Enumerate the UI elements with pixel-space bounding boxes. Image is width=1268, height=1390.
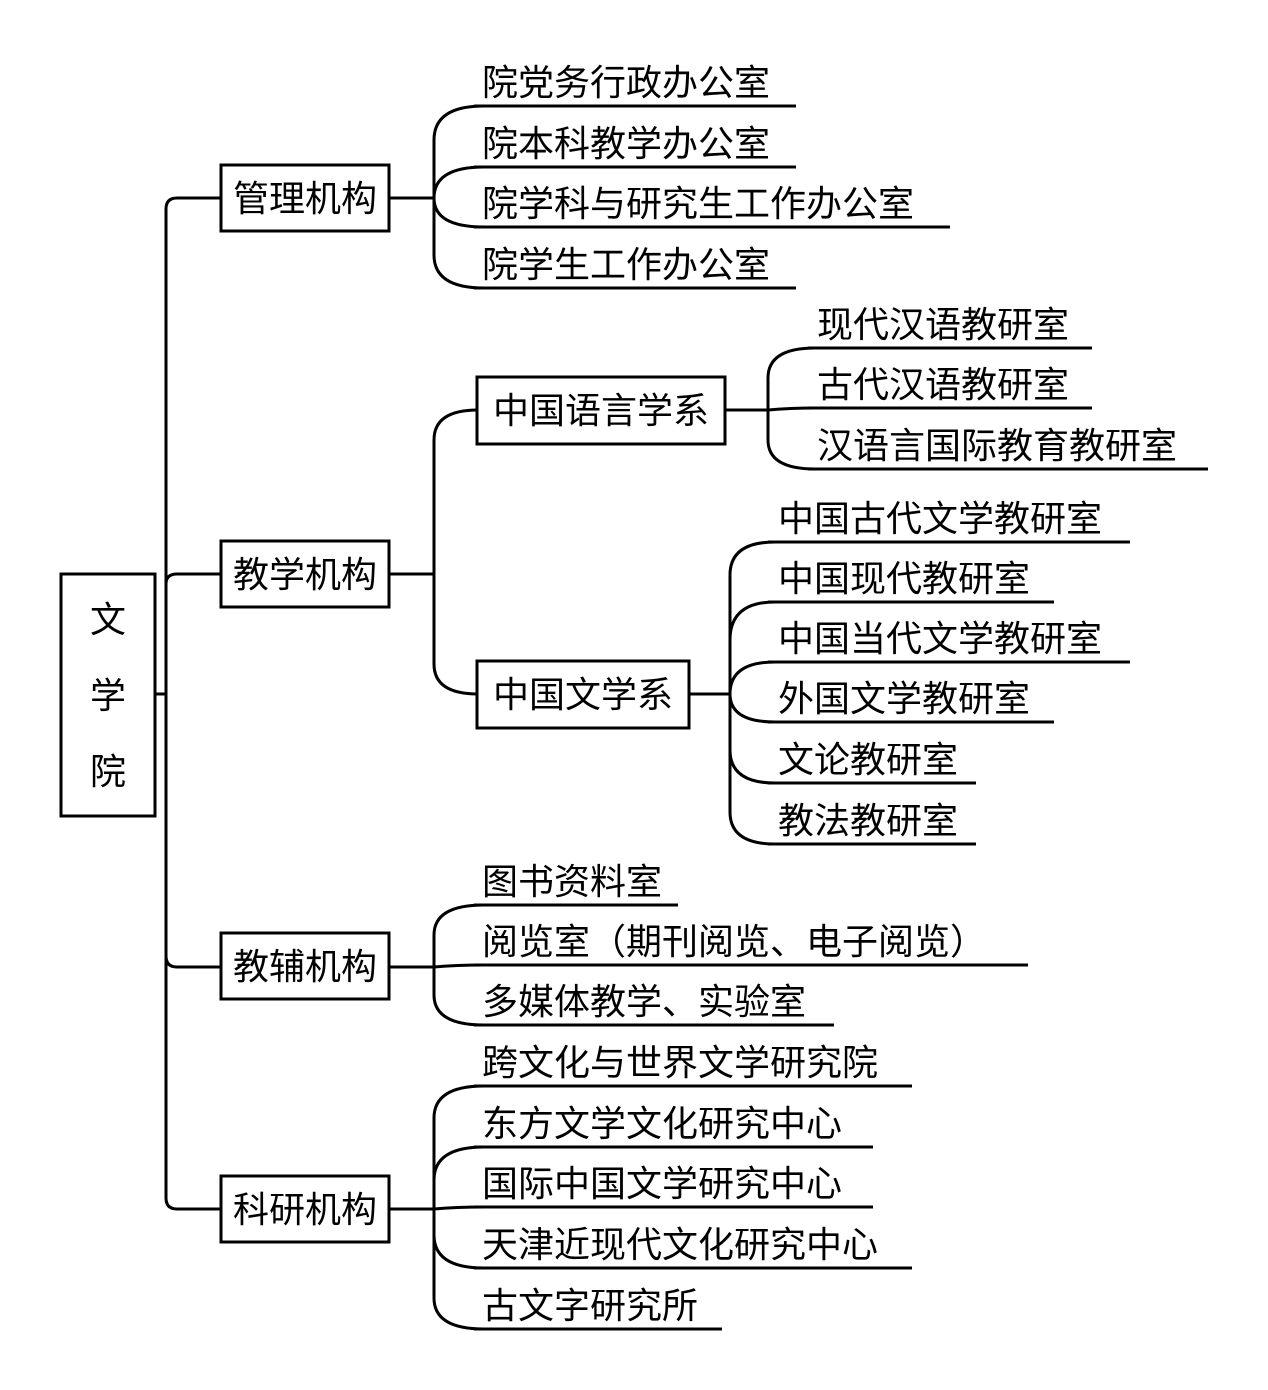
branch-research: 科研机构 跨文化与世界文学研究院 东方文学文化研究中心 国际中国文学研究中心 天… — [219, 1043, 912, 1331]
connector — [432, 1234, 485, 1270]
branch-label: 教辅机构 — [233, 947, 377, 988]
leaf-label: 中国古代文学教研室 — [778, 499, 1102, 540]
connector — [767, 406, 816, 412]
branch-box — [219, 1174, 391, 1244]
connector — [728, 540, 776, 846]
branch-label: 管理机构 — [233, 179, 377, 220]
leaf-label: 天津近现代文化研究中心 — [482, 1225, 878, 1266]
connector — [164, 955, 221, 969]
root-char: 院 — [90, 752, 126, 793]
root-char: 文 — [90, 600, 126, 641]
connector — [432, 104, 485, 290]
leaf-label: 院本科教学办公室 — [482, 124, 770, 165]
leaf-label: 现代汉语教研室 — [817, 305, 1069, 346]
branch-label: 教学机构 — [233, 555, 377, 596]
leaf-label: 古文字研究所 — [482, 1286, 698, 1327]
leaf-label: 多媒体教学、实验室 — [482, 982, 806, 1023]
root-connectors — [155, 196, 221, 1211]
leaf-label: 汉语言国际教育教研室 — [817, 426, 1177, 467]
connector — [432, 903, 485, 1027]
root-node: 文 学 院 — [59, 572, 157, 818]
leaf-label: 文论教研室 — [778, 740, 958, 781]
leaf-label: 东方文学文化研究中心 — [482, 1104, 842, 1145]
root-box — [59, 572, 157, 818]
connector — [432, 165, 485, 229]
leaf-label: 中国当代文学教研室 — [778, 619, 1102, 660]
leaf-label: 院党务行政办公室 — [482, 63, 770, 104]
connector — [164, 1197, 221, 1211]
leaf-label: 院学科与研究生工作办公室 — [482, 184, 914, 225]
connector — [728, 749, 776, 785]
dept-linguistics: 中国语言学系 现代汉语教研室 古代汉语教研室 汉语言国际教育教研室 — [475, 305, 1208, 471]
branch-box — [219, 931, 391, 1001]
connector — [728, 660, 776, 724]
branch-support: 教辅机构 图书资料室 阅览室（期刊阅览、电子阅览） 多媒体教学、实验室 — [219, 862, 1028, 1027]
dept-literature: 中国文学系 中国古代文学教研室 中国现代教研室 中国当代文学教研室 外国文学教研… — [475, 499, 1130, 846]
dept-label: 中国文学系 — [493, 675, 673, 716]
connector — [164, 572, 221, 585]
leaf-label: 国际中国文学研究中心 — [482, 1164, 842, 1205]
root-char: 学 — [90, 676, 126, 717]
leaf-label: 外国文学教研室 — [778, 679, 1030, 720]
dept-box — [475, 375, 727, 446]
leaf-label: 中国现代教研室 — [778, 559, 1030, 600]
connector — [432, 408, 479, 696]
connector — [728, 600, 776, 641]
branch-box — [219, 163, 391, 233]
connector — [432, 1145, 485, 1181]
dept-box — [475, 659, 691, 730]
leaf-label: 古代汉语教研室 — [817, 365, 1069, 406]
dept-label: 中国语言学系 — [493, 391, 709, 432]
connector — [164, 196, 221, 1198]
leaf-label: 图书资料室 — [482, 862, 662, 903]
leaf-label: 阅览室（期刊阅览、电子阅览） — [482, 922, 986, 963]
branch-label: 科研机构 — [233, 1190, 377, 1231]
leaf-label: 院学生工作办公室 — [482, 245, 770, 286]
branch-teaching: 教学机构 中国语言学系 现代汉语教研室 古代汉语教研室 汉语言国际教育教研室 中… — [219, 305, 1208, 846]
leaf-label: 跨文化与世界文学研究院 — [482, 1043, 878, 1084]
leaf-label: 教法教研室 — [778, 801, 958, 842]
branch-management: 管理机构 院党务行政办公室 院本科教学办公室 院学科与研究生工作办公室 院学生工… — [219, 63, 950, 290]
